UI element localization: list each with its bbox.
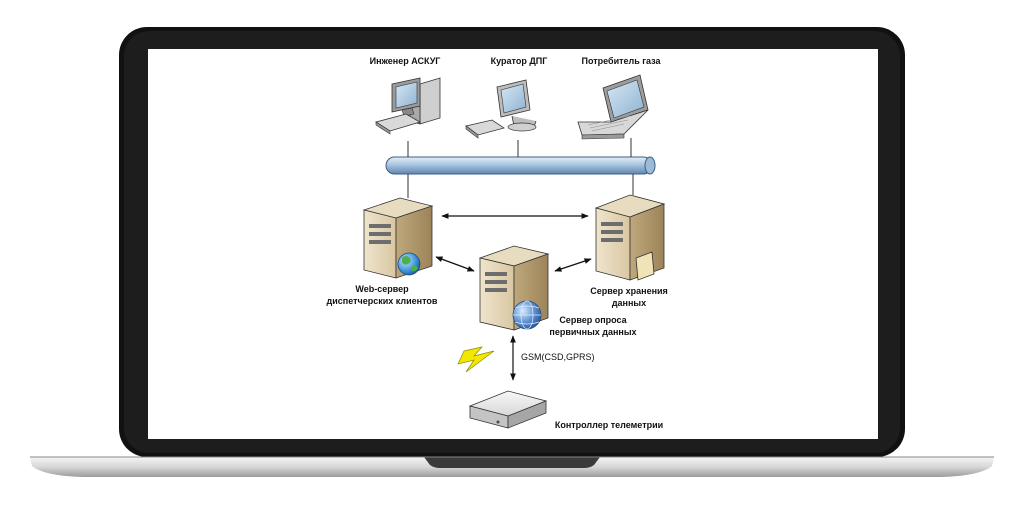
engineer-label: Инженер АСКУГ bbox=[370, 56, 441, 66]
storage-server-icon bbox=[594, 194, 666, 281]
poll-server-label-line2: первичных данных bbox=[549, 327, 636, 337]
network-bus bbox=[385, 156, 656, 175]
consumer-label: Потребитель газа bbox=[581, 56, 661, 66]
poll-server-icon bbox=[478, 245, 550, 331]
document-icon bbox=[635, 251, 655, 281]
controller-label: Контроллер телеметрии bbox=[555, 420, 663, 430]
server-links bbox=[435, 213, 592, 381]
globe-icon bbox=[397, 252, 421, 276]
bus-drops-bottom bbox=[407, 174, 634, 198]
engineer-workstation-icon bbox=[375, 77, 441, 135]
web-server-icon bbox=[362, 197, 434, 279]
bus-drops-top bbox=[407, 138, 632, 157]
controller-device-icon bbox=[468, 390, 548, 429]
consumer-laptop-icon bbox=[577, 74, 649, 140]
wireless-lightning-icon bbox=[457, 346, 495, 373]
curator-workstation-icon bbox=[465, 79, 537, 139]
poll-server-label-line1: Сервер опроса bbox=[559, 315, 627, 325]
storage-server-label-line2: данных bbox=[612, 298, 646, 308]
web-server-label-line2: диспетчерских клиентов bbox=[327, 296, 438, 306]
web-server-label-line1: Web-сервер bbox=[355, 284, 409, 294]
curator-label: Куратор ДПГ bbox=[491, 56, 548, 66]
web-poll-link bbox=[435, 256, 475, 272]
gsm-link-label: GSM(CSD,GPRS) bbox=[521, 352, 595, 362]
poll-storage-link bbox=[554, 258, 592, 272]
laptop-base bbox=[30, 456, 994, 477]
storage-server-label-line1: Сервер хранения bbox=[590, 286, 668, 296]
